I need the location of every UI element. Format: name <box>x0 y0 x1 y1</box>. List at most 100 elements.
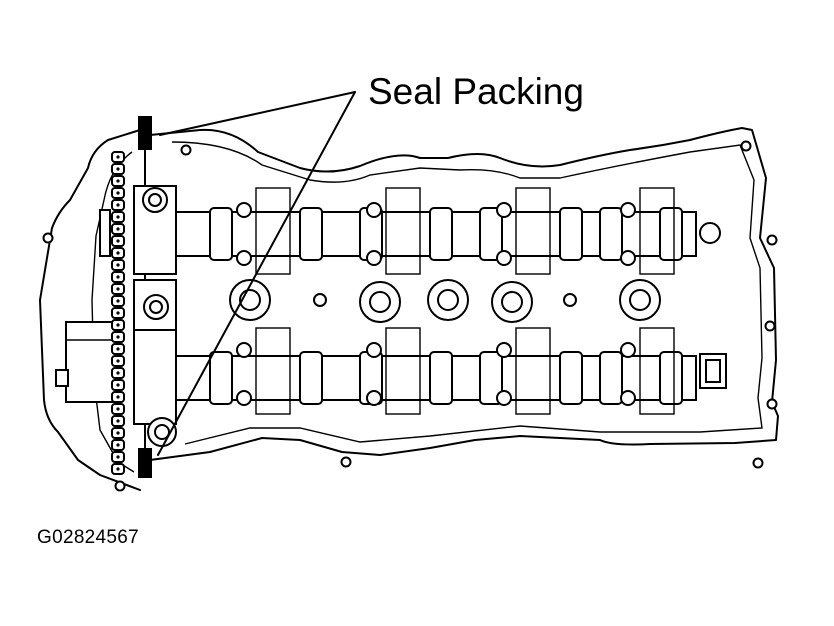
chain-pin <box>116 455 120 459</box>
chain-pin <box>116 203 120 207</box>
chain-pin <box>116 323 120 327</box>
mounting-hole <box>340 456 352 468</box>
cam-lobe <box>559 207 583 261</box>
bearing-cap <box>385 327 421 415</box>
chain-pin <box>116 419 120 423</box>
mounting-hole <box>752 457 764 469</box>
cap-bolt <box>496 342 512 358</box>
cap-bolt <box>496 390 512 406</box>
chain-pin <box>116 299 120 303</box>
cam-lobe <box>209 351 233 405</box>
seal-packing-label: Seal Packing <box>368 71 584 112</box>
spark-plug-hole <box>501 291 523 313</box>
callout-leader-top <box>159 91 356 136</box>
cap-bolt <box>236 342 252 358</box>
cylinder-head-outline <box>149 127 779 461</box>
cap-bolt <box>496 202 512 218</box>
middle-sprocket-bolt-hole <box>149 300 163 314</box>
timing-cover-outline <box>39 129 141 491</box>
callout-leader-bottom <box>157 91 356 456</box>
timing-chain <box>99 151 125 475</box>
mounting-hole <box>114 480 126 492</box>
chain-pin <box>116 383 120 387</box>
chain-pin <box>116 227 120 231</box>
cam-lobe <box>659 351 683 405</box>
chain-pin <box>116 191 120 195</box>
cap-bolt <box>366 390 382 406</box>
chain-pin <box>116 239 120 243</box>
chain-pin <box>116 467 120 471</box>
cap-bolt <box>366 250 382 266</box>
dowel-hole <box>699 222 721 244</box>
mounting-holes <box>42 140 778 492</box>
spark-plug-hole <box>629 289 651 311</box>
mounting-hole <box>42 232 54 244</box>
cam-lobe <box>599 207 623 261</box>
chain-pin <box>116 287 120 291</box>
cap-bolt <box>620 250 636 266</box>
chain-pin <box>116 359 120 363</box>
rear-plug-nut <box>705 359 721 383</box>
seal-packing-top <box>138 116 152 150</box>
cap-bolt <box>620 390 636 406</box>
bearing-cap <box>385 187 421 275</box>
oil-hole <box>313 293 327 307</box>
cam-lobe <box>299 351 323 405</box>
cam-lobe <box>299 207 323 261</box>
chain-pin <box>116 251 120 255</box>
bearing-cap <box>515 187 551 275</box>
chain-pin <box>116 431 120 435</box>
chain-pin <box>116 371 120 375</box>
chain-pin <box>116 311 120 315</box>
cap-bolt <box>366 342 382 358</box>
cam-lobe <box>429 351 453 405</box>
bearing-cap <box>515 327 551 415</box>
mounting-hole <box>740 140 752 152</box>
chain-pin <box>116 275 120 279</box>
cam-lobe <box>599 351 623 405</box>
cam-lobe <box>479 351 503 405</box>
cap-bolt <box>496 250 512 266</box>
bearing-cap <box>639 327 675 415</box>
cam-lobe <box>209 207 233 261</box>
chain-pin <box>116 179 120 183</box>
chain-pin <box>116 407 120 411</box>
cam-lobe <box>479 207 503 261</box>
chain-pin <box>116 443 120 447</box>
chain-pin <box>116 263 120 267</box>
mounting-hole <box>766 234 778 246</box>
cam-lobe <box>559 351 583 405</box>
mounting-hole <box>766 398 778 410</box>
cap-bolt <box>236 202 252 218</box>
chain-pin <box>116 155 120 159</box>
lower-sprocket-bolt-hole <box>154 424 170 440</box>
camshafts <box>175 207 697 405</box>
chain-tensioner <box>99 209 111 257</box>
chain-pin <box>116 167 120 171</box>
seal-packing-bottom <box>138 448 152 478</box>
figure-id: G02824567 <box>37 527 140 548</box>
bearing-cap <box>255 187 291 275</box>
cam-sensor-plug <box>55 369 69 387</box>
cam-lobe <box>429 207 453 261</box>
spark-plug-hole <box>437 289 459 311</box>
bearing-cap <box>255 327 291 415</box>
lower-sprocket-block <box>133 329 177 425</box>
mounting-hole <box>180 144 192 156</box>
bearing-cap <box>639 187 675 275</box>
chain-pin <box>116 395 120 399</box>
chain-pin <box>116 215 120 219</box>
head-inner-rail <box>171 141 763 445</box>
bearing-caps <box>229 187 675 415</box>
cap-bolt <box>366 202 382 218</box>
mounting-hole <box>764 320 776 332</box>
cam-lobe <box>659 207 683 261</box>
cap-bolt <box>620 342 636 358</box>
cap-bolt <box>236 250 252 266</box>
chain-pin <box>116 347 120 351</box>
upper-sprocket-bolt-hole <box>148 193 162 207</box>
cap-bolt <box>620 202 636 218</box>
chain-pin <box>116 335 120 339</box>
